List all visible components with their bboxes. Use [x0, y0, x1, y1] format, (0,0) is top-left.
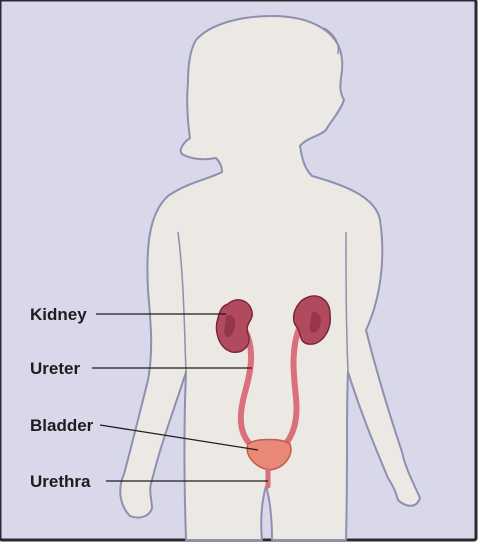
urethra-label: Urethra [30, 472, 91, 491]
bladder-label: Bladder [30, 416, 94, 435]
kidney-label: Kidney [30, 305, 87, 324]
ureter-label: Ureter [30, 359, 80, 378]
